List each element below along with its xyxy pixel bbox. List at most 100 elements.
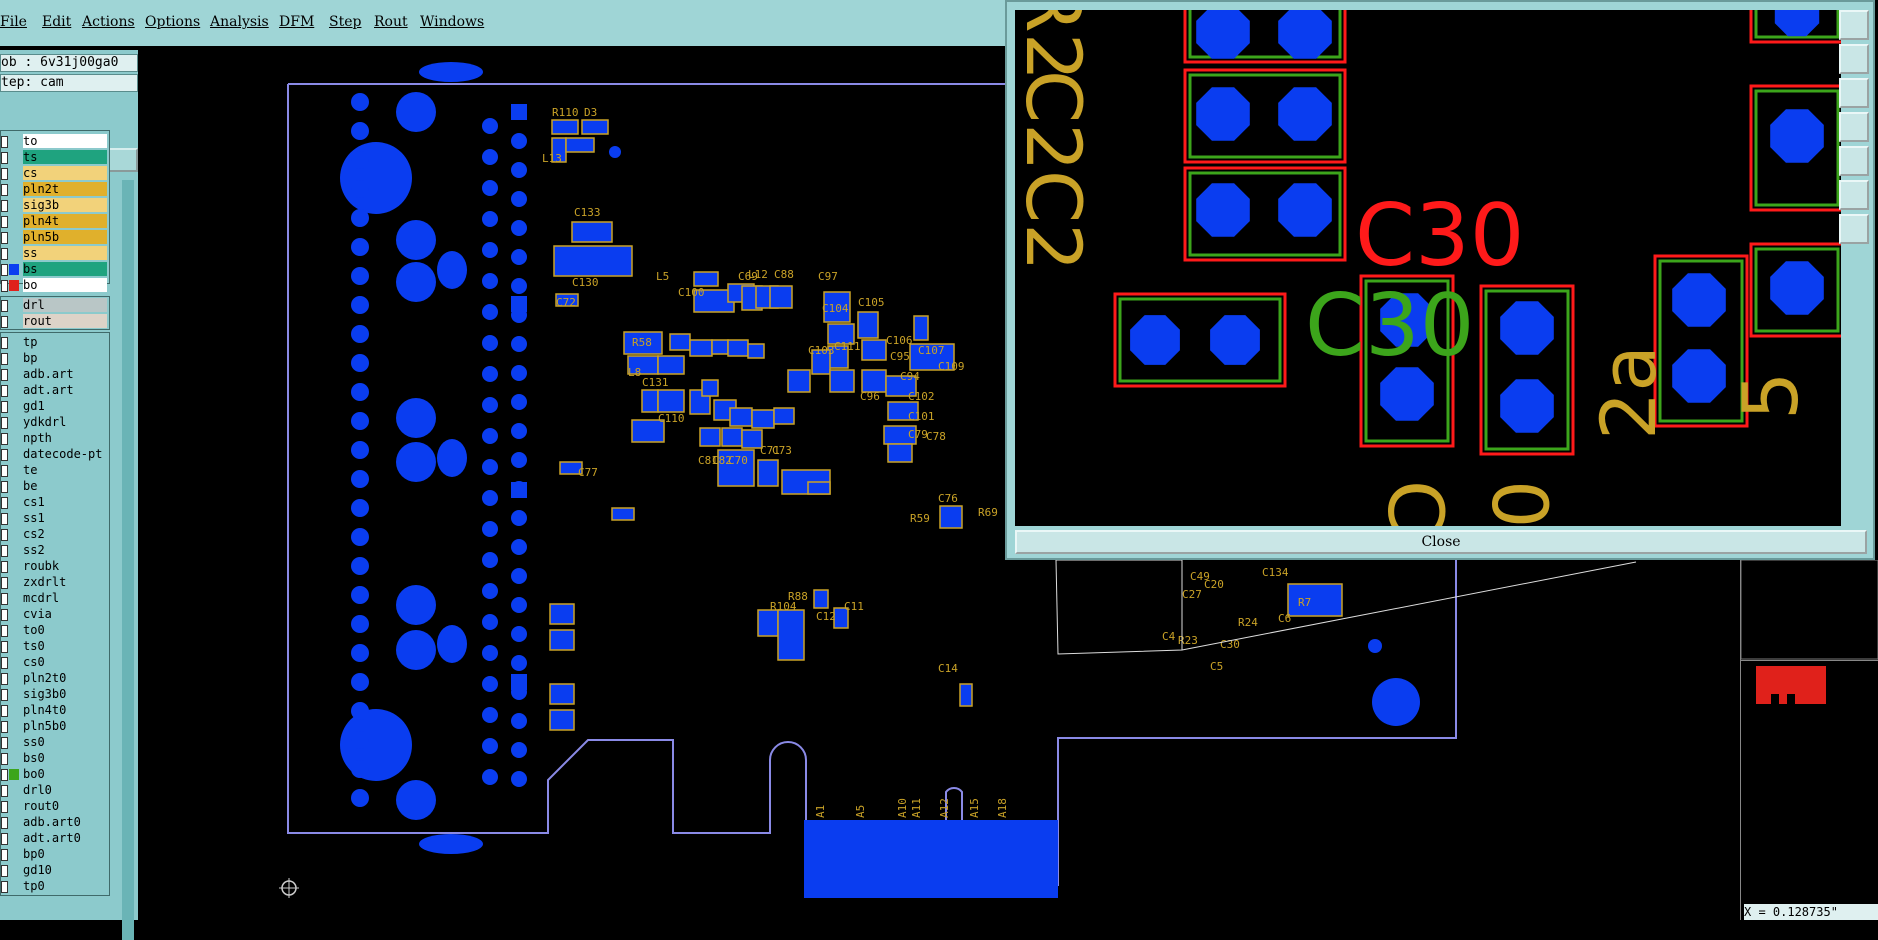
layer-row-ts[interactable]: ts: [1, 150, 109, 165]
layer-checkbox[interactable]: [1, 433, 8, 445]
layer-row-cvia[interactable]: cvia: [1, 607, 109, 622]
menu-windows[interactable]: Windows: [420, 14, 485, 30]
layer-checkbox[interactable]: [1, 769, 8, 781]
layer-row-ss0[interactable]: ss0: [1, 735, 109, 750]
menu-analysis[interactable]: Analysis: [210, 14, 269, 30]
layer-row-rout[interactable]: rout: [1, 314, 109, 329]
layer-row-ss1[interactable]: ss1: [1, 511, 109, 526]
zoom-tool-2-icon[interactable]: [1839, 44, 1869, 74]
layer-checkbox[interactable]: [1, 497, 8, 509]
layer-row-ss[interactable]: ss: [1, 246, 109, 261]
menu-dfm[interactable]: DFM: [279, 14, 315, 30]
layer-checkbox[interactable]: [1, 609, 8, 621]
layer-checkbox[interactable]: [1, 152, 8, 164]
layer-checkbox[interactable]: [1, 401, 8, 413]
layer-row-adb-art[interactable]: adb.art: [1, 367, 109, 382]
layer-checkbox[interactable]: [1, 785, 8, 797]
layer-checkbox[interactable]: [1, 593, 8, 605]
layer-checkbox[interactable]: [1, 625, 8, 637]
layer-checkbox[interactable]: [1, 316, 8, 328]
layer-row-bs[interactable]: bs: [1, 262, 109, 277]
close-button[interactable]: Close: [1015, 530, 1867, 554]
layer-checkbox[interactable]: [1, 849, 8, 861]
layer-row-bp[interactable]: bp: [1, 351, 109, 366]
layer-row-bs0[interactable]: bs0: [1, 751, 109, 766]
layer-row-cs1[interactable]: cs1: [1, 495, 109, 510]
layer-row-npth[interactable]: npth: [1, 431, 109, 446]
layer-row-gd1[interactable]: gd1: [1, 399, 109, 414]
layer-checkbox[interactable]: [1, 801, 8, 813]
layer-row-tp0[interactable]: tp0: [1, 879, 109, 894]
layer-checkbox[interactable]: [1, 264, 8, 276]
layer-checkbox[interactable]: [1, 300, 8, 312]
layer-checkbox[interactable]: [1, 417, 8, 429]
layer-row-cs[interactable]: cs: [1, 166, 109, 181]
layer-checkbox[interactable]: [1, 545, 8, 557]
layer-checkbox[interactable]: [1, 248, 8, 260]
layer-row-tp[interactable]: tp: [1, 335, 109, 350]
layer-checkbox[interactable]: [1, 513, 8, 525]
layer-checkbox[interactable]: [1, 168, 8, 180]
layer-scrollbar[interactable]: [122, 180, 134, 940]
layer-row-be[interactable]: be: [1, 479, 109, 494]
layer-checkbox[interactable]: [1, 689, 8, 701]
layer-row-bo0[interactable]: bo0: [1, 767, 109, 782]
layer-checkbox[interactable]: [1, 737, 8, 749]
menu-options[interactable]: Options: [145, 14, 201, 30]
layer-checkbox[interactable]: [1, 529, 8, 541]
layer-checkbox[interactable]: [1, 465, 8, 477]
layer-row-cs0[interactable]: cs0: [1, 655, 109, 670]
layer-row-roubk[interactable]: roubk: [1, 559, 109, 574]
overview-map[interactable]: [1741, 560, 1878, 920]
layer-checkbox[interactable]: [1, 385, 8, 397]
layer-row-pln2t0[interactable]: pln2t0: [1, 671, 109, 686]
layer-row-zxdrlt[interactable]: zxdrlt: [1, 575, 109, 590]
layer-row-sig3b[interactable]: sig3b: [1, 198, 109, 213]
layer-checkbox[interactable]: [1, 577, 8, 589]
layer-row-drl0[interactable]: drl0: [1, 783, 109, 798]
layer-checkbox[interactable]: [1, 881, 8, 893]
zoom-tool-4-icon[interactable]: [1839, 112, 1869, 142]
layer-row-pln5b0[interactable]: pln5b0: [1, 719, 109, 734]
layer-checkbox[interactable]: [1, 216, 8, 228]
menu-step[interactable]: Step: [329, 14, 362, 30]
layer-row-adt-art0[interactable]: adt.art0: [1, 831, 109, 846]
layer-checkbox[interactable]: [1, 817, 8, 829]
layer-checkbox[interactable]: [1, 753, 8, 765]
layer-checkbox[interactable]: [1, 641, 8, 653]
layer-row-ts0[interactable]: ts0: [1, 639, 109, 654]
zoom-tool-1-icon[interactable]: [1839, 10, 1869, 40]
layer-row-pln2t[interactable]: pln2t: [1, 182, 109, 197]
layer-row-sig3b0[interactable]: sig3b0: [1, 687, 109, 702]
menu-edit[interactable]: Edit: [42, 14, 72, 30]
layer-checkbox[interactable]: [1, 865, 8, 877]
layer-checkbox[interactable]: [1, 721, 8, 733]
layer-checkbox[interactable]: [1, 673, 8, 685]
layer-checkbox[interactable]: [1, 337, 8, 349]
layer-row-pln4t[interactable]: pln4t: [1, 214, 109, 229]
layer-row-rout0[interactable]: rout0: [1, 799, 109, 814]
zoom-tool-7-icon[interactable]: [1839, 214, 1869, 244]
layer-checkbox[interactable]: [1, 705, 8, 717]
layer-row-to0[interactable]: to0: [1, 623, 109, 638]
layer-row-to[interactable]: to: [1, 134, 109, 149]
zoom-tool-3-icon[interactable]: [1839, 78, 1869, 108]
layer-row-pln4t0[interactable]: pln4t0: [1, 703, 109, 718]
layer-checkbox[interactable]: [1, 136, 8, 148]
zoom-tool-6-icon[interactable]: [1839, 180, 1869, 210]
menu-rout[interactable]: Rout: [374, 14, 408, 30]
layer-checkbox[interactable]: [1, 200, 8, 212]
layer-checkbox[interactable]: [1, 481, 8, 493]
layer-checkbox[interactable]: [1, 833, 8, 845]
layer-checkbox[interactable]: [1, 449, 8, 461]
layer-row-pln5b[interactable]: pln5b: [1, 230, 109, 245]
layer-row-bp0[interactable]: bp0: [1, 847, 109, 862]
layer-row-ydkdrl[interactable]: ydkdrl: [1, 415, 109, 430]
layer-checkbox[interactable]: [1, 369, 8, 381]
layer-checkbox[interactable]: [1, 657, 8, 669]
layer-row-drl[interactable]: drl: [1, 298, 109, 313]
layer-row-adb-art0[interactable]: adb.art0: [1, 815, 109, 830]
zoom-tool-5-icon[interactable]: [1839, 146, 1869, 176]
layer-checkbox[interactable]: [1, 353, 8, 365]
